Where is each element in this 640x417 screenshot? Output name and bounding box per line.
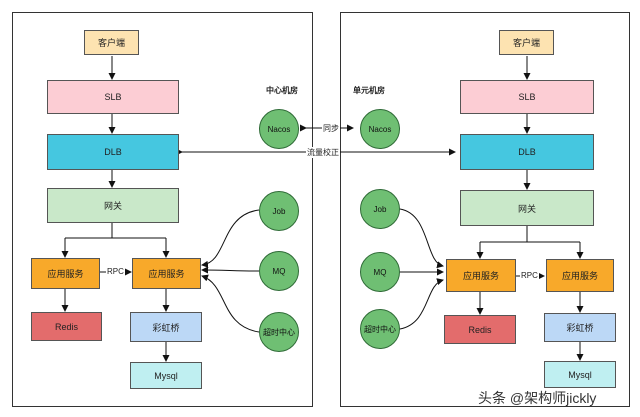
- job-node-left: Job: [259, 191, 299, 231]
- edge-job-app-left: [201, 209, 260, 268]
- nacos-node-left: Nacos: [259, 109, 299, 149]
- rpc-label-right: RPC: [520, 271, 539, 280]
- edge-timeout-app-right: [399, 278, 444, 330]
- mq-node-left: MQ: [259, 251, 299, 291]
- gateway-box-left: 网关: [47, 188, 179, 223]
- traffic-correction-label: 流量校正: [306, 147, 340, 158]
- dlb-box-left: DLB: [47, 134, 179, 170]
- center-room-frame: [12, 12, 313, 407]
- timeout-center-node-right: 超时中心: [360, 309, 400, 349]
- sync-label: 同步: [322, 123, 340, 134]
- watermark-text: 头条 @架构师jickly: [478, 390, 597, 406]
- mysql-box-right: Mysql: [544, 361, 616, 388]
- client-box-right: 客户端: [499, 30, 554, 55]
- job-node-right: Job: [360, 189, 400, 229]
- app-service-left-b: 应用服务: [132, 258, 201, 289]
- dlb-box-right: DLB: [460, 134, 594, 170]
- center-room-label: 中心机房: [266, 86, 298, 95]
- unit-room-frame: [340, 12, 630, 407]
- client-box-left: 客户端: [84, 30, 139, 55]
- timeout-center-node-left: 超时中心: [259, 312, 299, 352]
- app-service-left-a: 应用服务: [31, 258, 100, 289]
- edge-gateway-apps-right: [480, 225, 580, 243]
- nacos-node-right: Nacos: [360, 109, 400, 149]
- edge-job-app-right: [399, 208, 444, 269]
- edge-timeout-app-left: [201, 274, 260, 333]
- redis-box-right: Redis: [444, 315, 516, 344]
- mq-node-right: MQ: [360, 252, 400, 292]
- redis-box-left: Redis: [31, 312, 102, 341]
- rpc-label-left: RPC: [106, 267, 125, 276]
- gateway-box-right: 网关: [460, 190, 594, 226]
- mysql-box-left: Mysql: [130, 362, 202, 389]
- rainbow-bridge-box-left: 彩虹桥: [130, 312, 202, 342]
- edge-mq-app-left: [201, 266, 260, 274]
- edge-gateway-apps-left: [65, 222, 166, 239]
- rainbow-bridge-box-right: 彩虹桥: [544, 313, 616, 342]
- slb-box-left: SLB: [47, 80, 179, 114]
- unit-room-label: 单元机房: [353, 86, 385, 95]
- slb-box-right: SLB: [460, 80, 594, 114]
- app-service-right-a: 应用服务: [446, 259, 516, 292]
- app-service-right-b: 应用服务: [546, 259, 614, 292]
